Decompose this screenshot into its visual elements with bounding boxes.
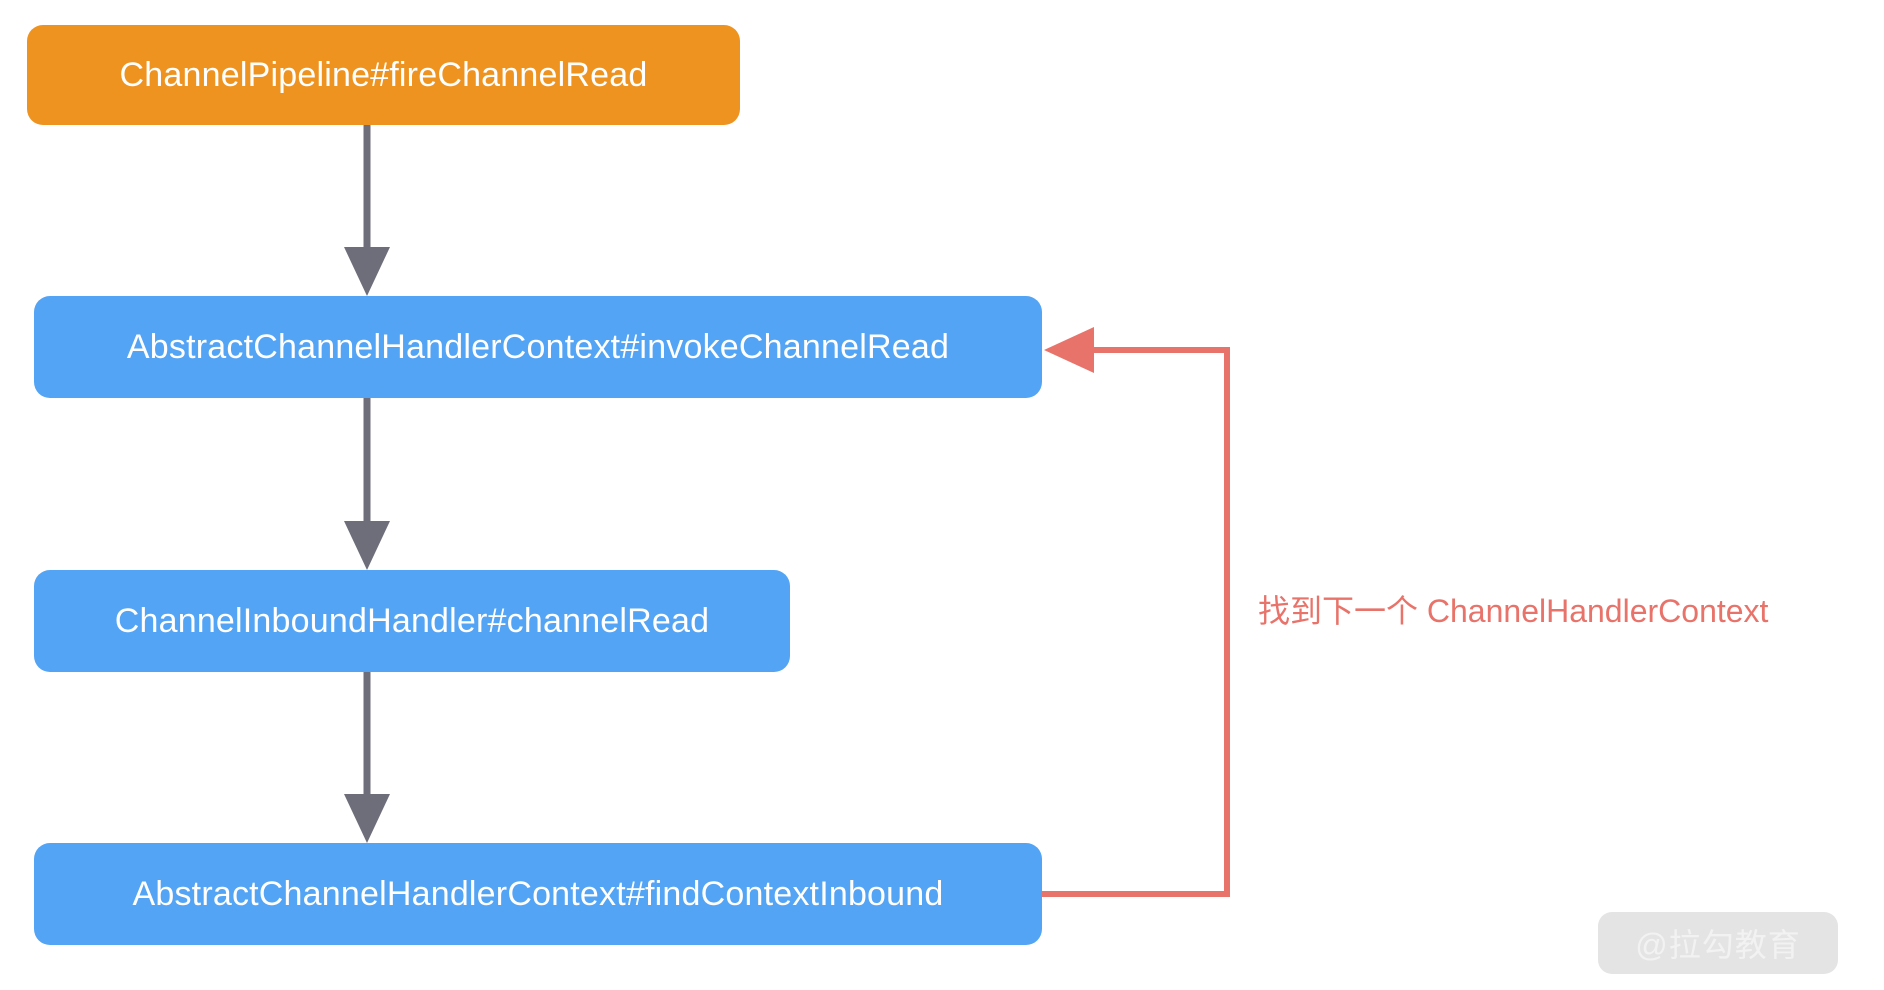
node-abstract-channel-handler-context-invoke-channel-read[interactable]: AbstractChannelHandlerContext#invokeChan…: [34, 296, 1042, 398]
watermark-text: @拉勾教育: [1635, 927, 1801, 963]
node-channel-inbound-handler-channel-read[interactable]: ChannelInboundHandler#channelRead: [34, 570, 790, 672]
loop-back-arrow: [1042, 327, 1230, 897]
flow-arrow-fire-to-invoke: [344, 125, 390, 296]
flow-arrow-invoke-to-channelread: [344, 398, 390, 570]
flow-arrow-channelread-to-findcontext: [344, 672, 390, 843]
node-channel-pipeline-fire-channel-read[interactable]: ChannelPipeline#fireChannelRead: [27, 25, 740, 125]
watermark-badge: @拉勾教育: [1598, 912, 1838, 974]
node-abstract-channel-handler-context-find-context-inbound[interactable]: AbstractChannelHandlerContext#findContex…: [34, 843, 1042, 945]
node-label: AbstractChannelHandlerContext#invokeChan…: [126, 328, 950, 366]
node-label: ChannelInboundHandler#channelRead: [114, 602, 710, 640]
node-label: AbstractChannelHandlerContext#findContex…: [132, 875, 944, 913]
loop-edge-label: 找到下一个 ChannelHandlerContext: [1258, 593, 1769, 629]
node-label: ChannelPipeline#fireChannelRead: [119, 56, 648, 94]
